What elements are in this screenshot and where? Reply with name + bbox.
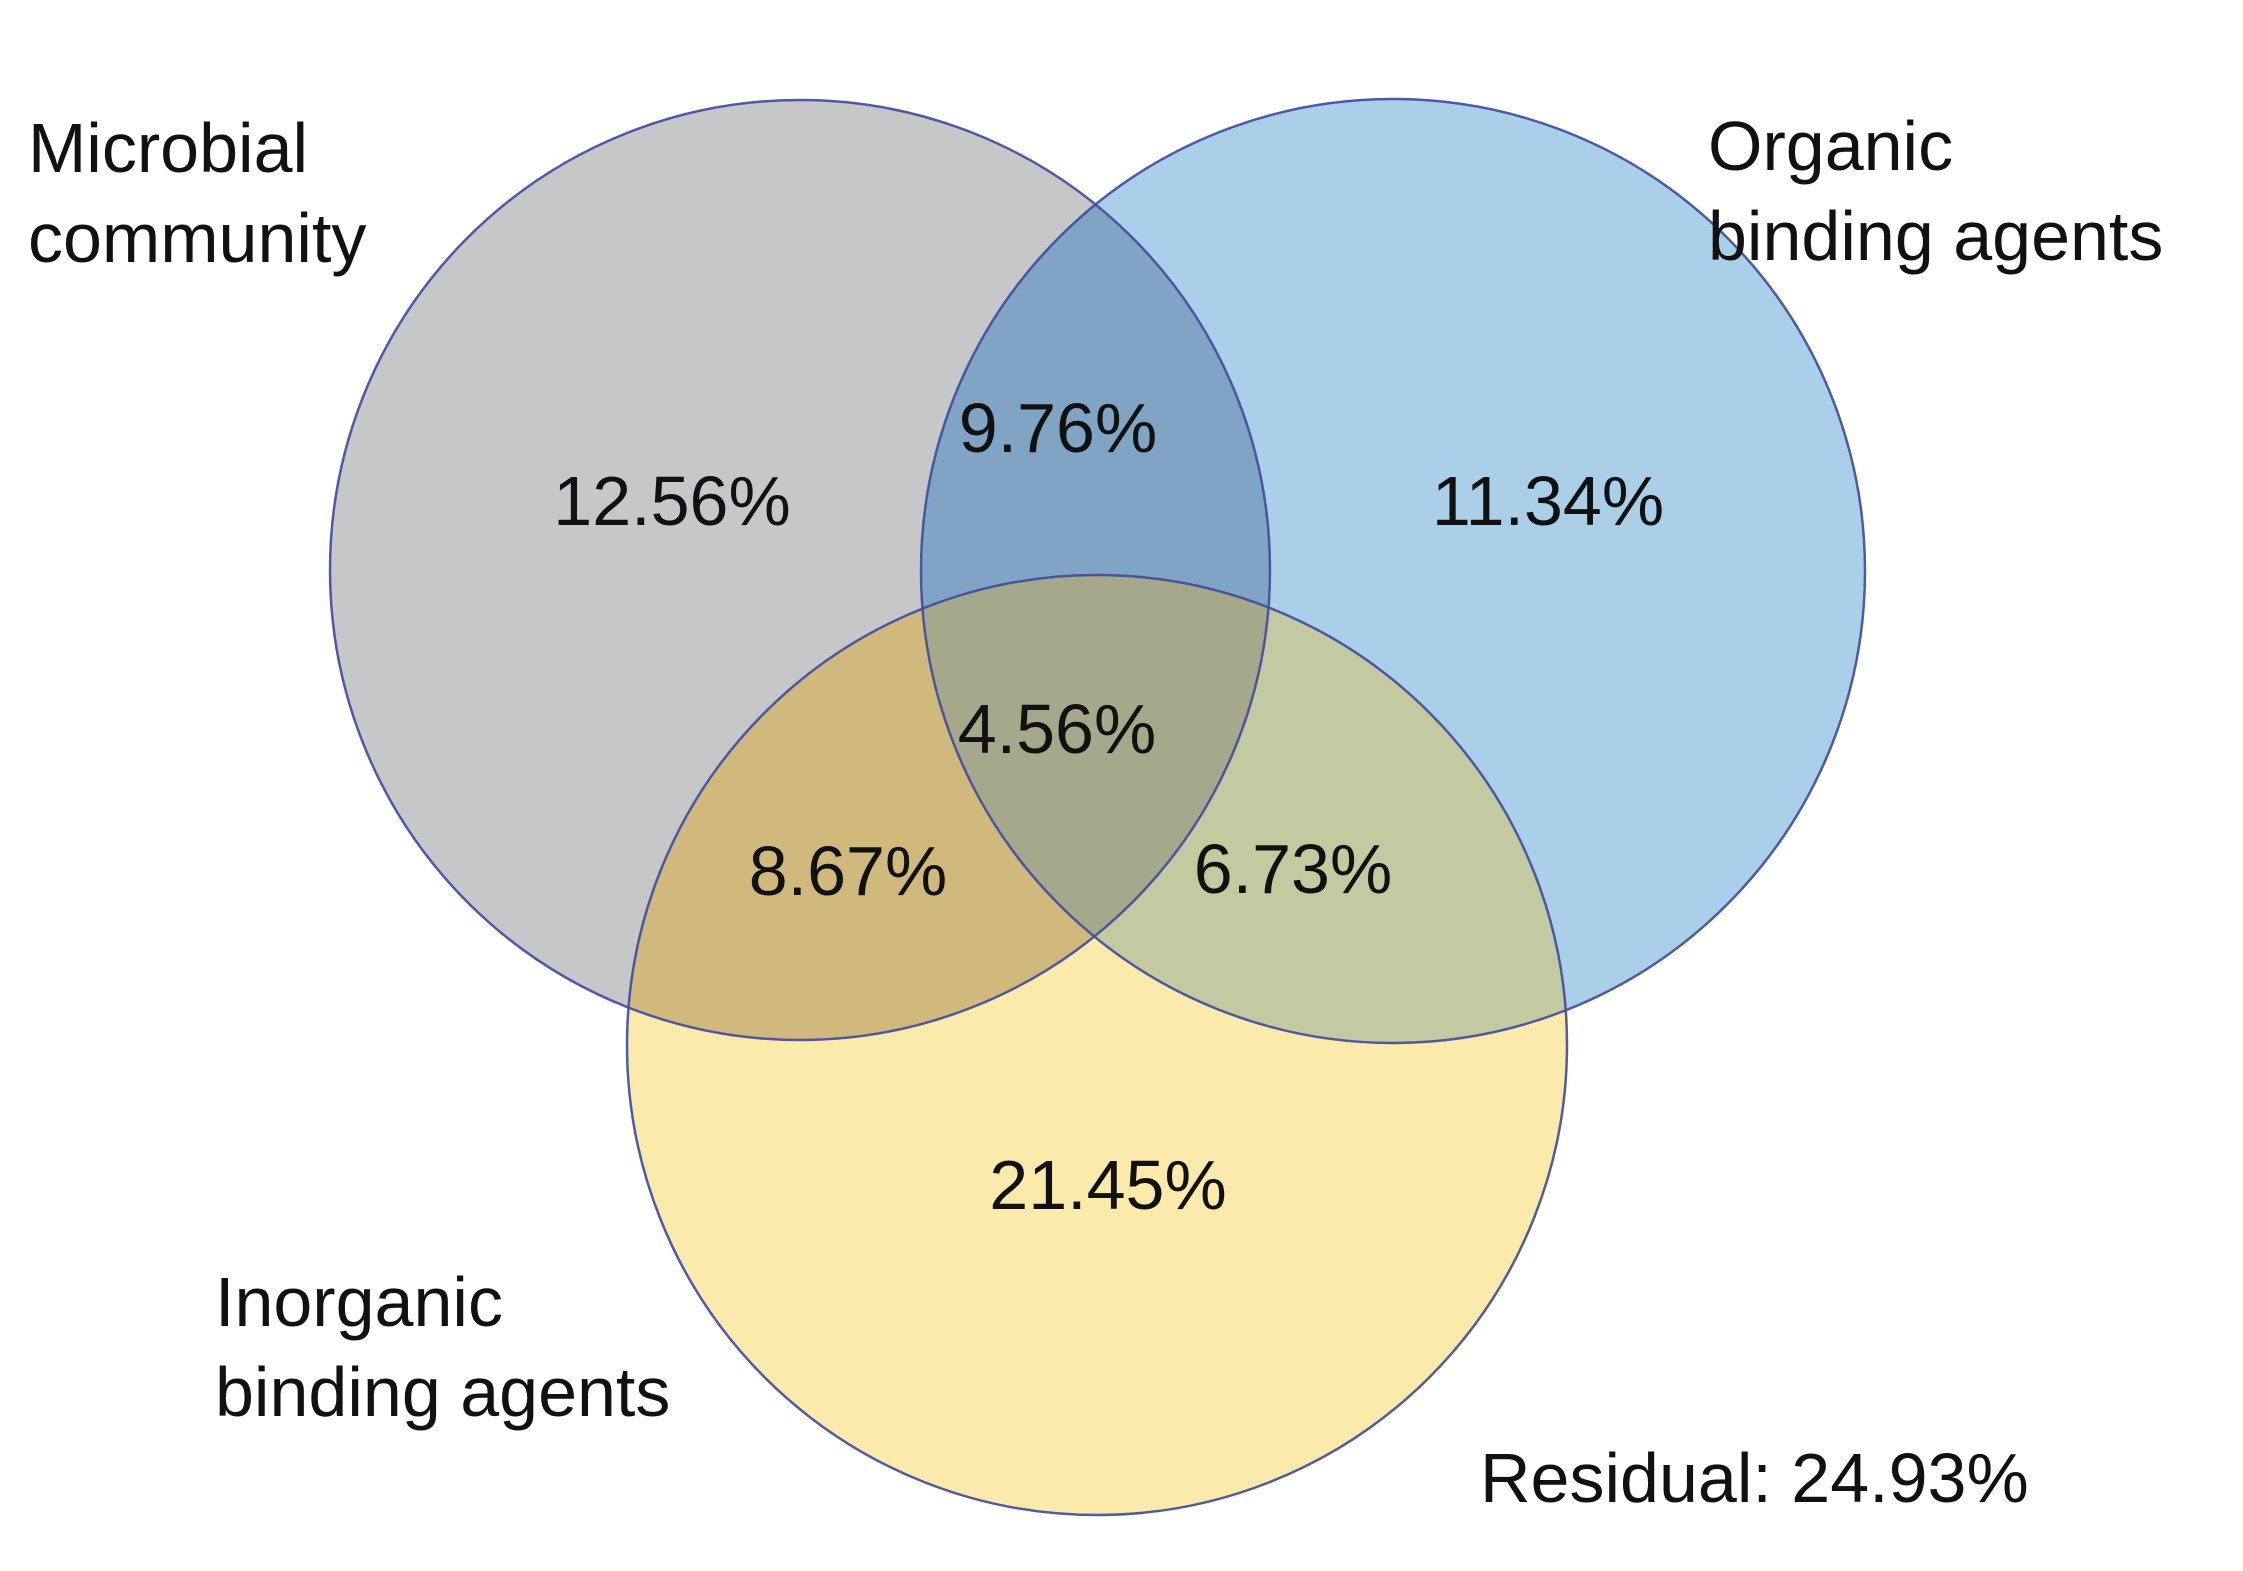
label-inorganic-line2: binding agents	[215, 1353, 670, 1431]
region-organic-inorganic-overlap	[921, 575, 1567, 1043]
value-all-three: 4.56%	[958, 690, 1156, 768]
region-microbial-inorganic-overlap	[627, 575, 1270, 1040]
outline-microbial-circle	[328, 98, 1272, 1042]
value-microbial-organic: 9.76%	[959, 389, 1157, 467]
label-organic-line2: binding agents	[1708, 197, 2163, 275]
label-microbial-line2: community	[28, 199, 366, 277]
label-inorganic-line1: Inorganic	[215, 1263, 503, 1341]
label-microbial-line1: Microbial	[28, 109, 308, 187]
outline-inorganic-circle	[625, 573, 1569, 1517]
value-organic-inorganic: 6.73%	[1194, 830, 1392, 908]
label-organic-line1: Organic	[1708, 107, 1953, 185]
value-microbial-inorganic: 8.67%	[749, 832, 947, 910]
value-inorganic-only: 21.45%	[989, 1146, 1226, 1224]
outline-organic-circle	[919, 97, 1867, 1045]
value-microbial-only: 12.56%	[553, 462, 790, 540]
value-organic-only: 11.34%	[1432, 462, 1664, 540]
residual-annotation: Residual: 24.93%	[1480, 1439, 2029, 1517]
